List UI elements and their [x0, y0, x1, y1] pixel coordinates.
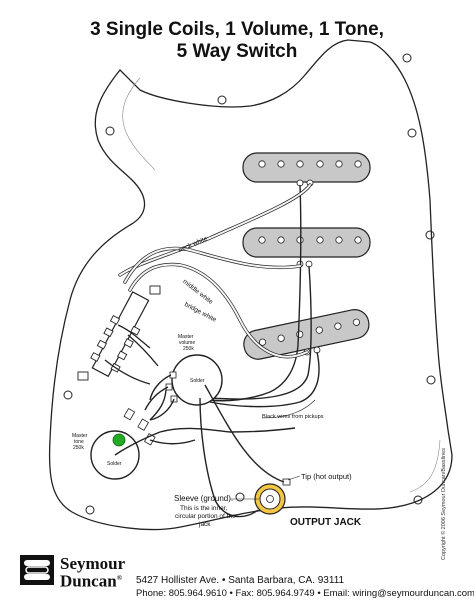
black-wires-label: Black wires from pickups	[262, 414, 324, 420]
footer-contact: Phone: 805.964.9610 • Fax: 805.964.9749 …	[136, 588, 474, 599]
output-jack-label: OUTPUT JACK	[290, 517, 362, 528]
tone-solder-label: Solder	[107, 461, 122, 467]
footer-address: 5427 Hollister Ave. • Santa Barbara, CA.…	[136, 575, 345, 586]
sleeve-desc-3: jack	[199, 521, 211, 528]
output-jack	[254, 478, 291, 515]
five-way-switch	[77, 285, 161, 381]
tone-label-value: 250k	[73, 445, 84, 451]
jack-hot-wire	[204, 384, 285, 483]
volume-label-master: Master	[178, 334, 194, 340]
sleeve-desc-1: This is the inner,	[180, 505, 228, 512]
neck-pickup	[242, 152, 371, 187]
title-line-2: 5 Way Switch	[176, 41, 298, 62]
pickguard-inner-line	[122, 77, 441, 493]
tone-label-master: Master	[72, 433, 88, 439]
switch-jumpers	[104, 324, 159, 385]
sleeve-desc-2: circular portion of the	[175, 513, 236, 520]
tone-capacitor	[112, 433, 126, 447]
seymour-duncan-logo-icon	[20, 555, 54, 585]
white-wires	[118, 183, 312, 359]
leader-lines	[230, 399, 316, 500]
brand-registered: ®	[116, 574, 122, 582]
brand-line-2: Duncan	[60, 571, 117, 591]
brand-line-1: Seymour	[60, 554, 126, 573]
screw-holes	[63, 53, 436, 515]
volume-label-volume: volume	[179, 340, 196, 346]
copyright-notice: Copyright © 2006 Seymour Duncan/Bassline…	[441, 448, 447, 560]
tone-label-tone: tone	[74, 439, 84, 445]
tone-pot	[90, 407, 156, 480]
pickguard-outline	[48, 39, 453, 531]
tip-label: Tip (hot output)	[301, 472, 352, 481]
black-wires	[209, 184, 320, 408]
volume-lug-wires	[144, 374, 259, 518]
bridge-pickup	[243, 309, 370, 360]
brand-name: Seymour Duncan®	[60, 554, 126, 591]
middle-pickup	[242, 227, 371, 268]
volume-label-value: 250k	[183, 346, 194, 352]
sleeve-label: Sleeve (ground).	[174, 494, 234, 503]
title-line-1: 3 Single Coils, 1 Volume, 1 Tone,	[90, 19, 384, 40]
tone-wires	[114, 389, 296, 456]
volume-solder-label: Solder	[190, 378, 205, 384]
